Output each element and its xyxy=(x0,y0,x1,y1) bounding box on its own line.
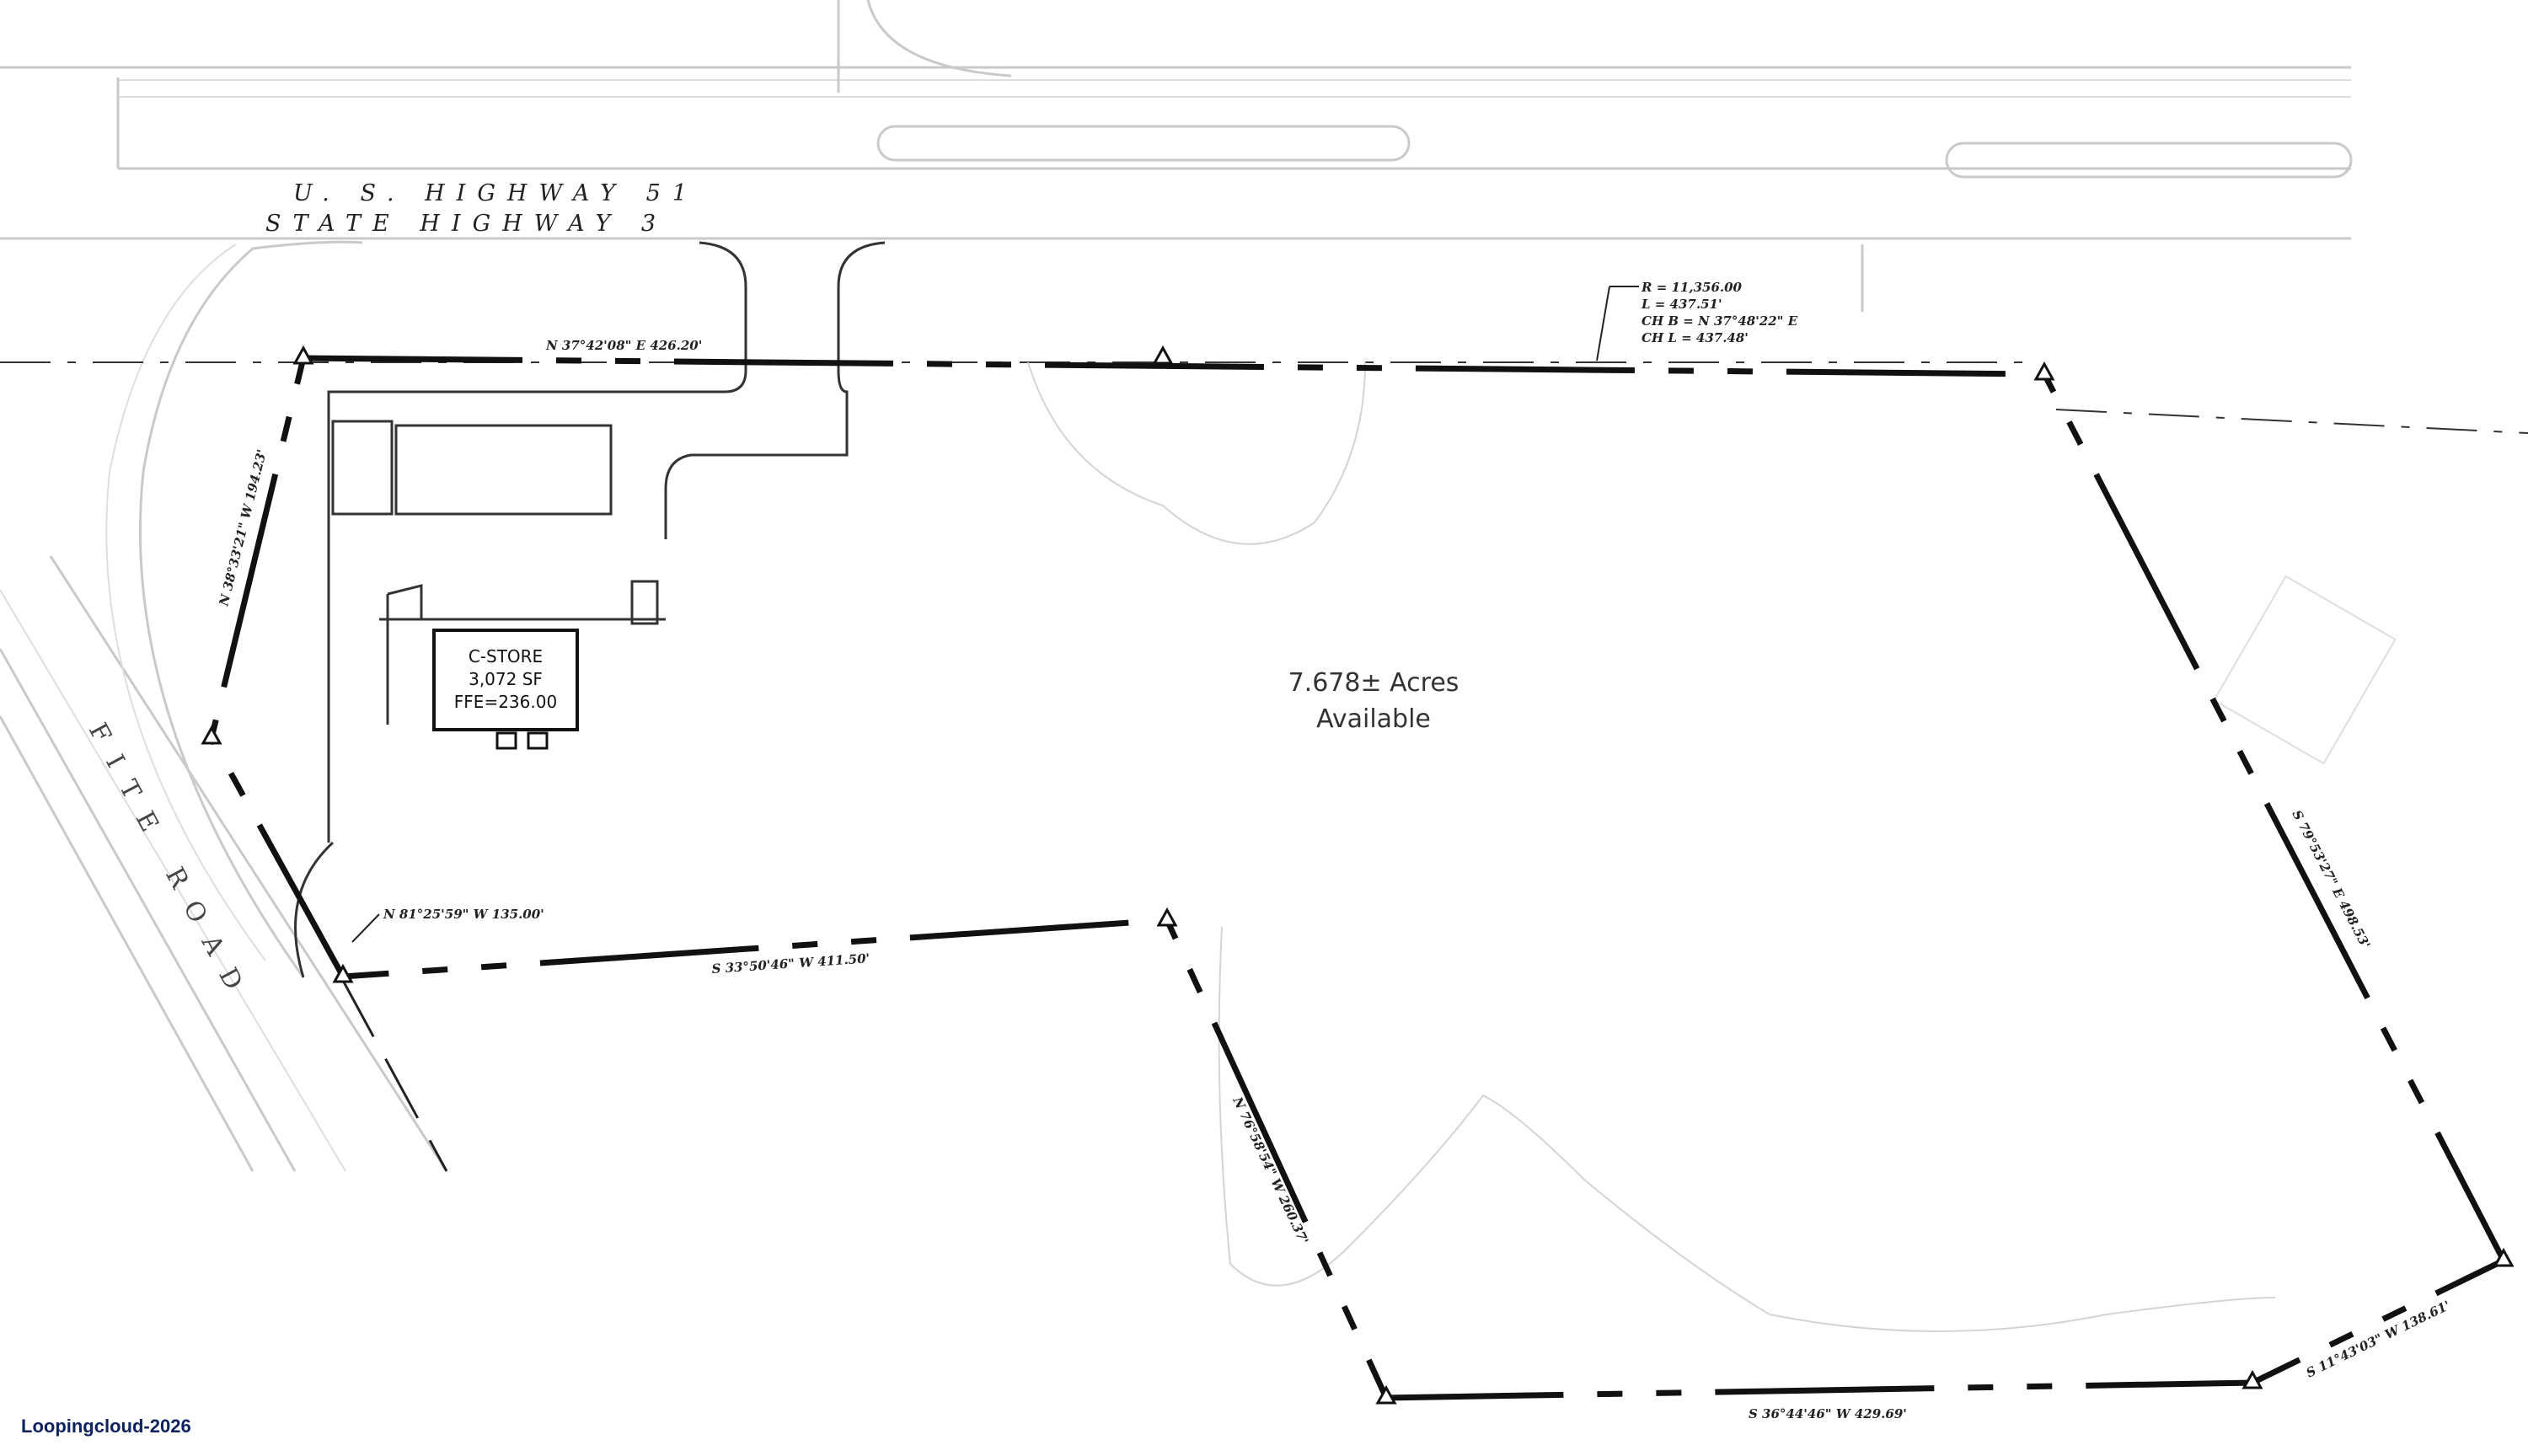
fite-road-label: FITE ROAD xyxy=(83,718,257,1011)
curve-chord-length: CH L = 437.48' xyxy=(1642,330,1749,345)
site-improvements xyxy=(294,241,886,978)
availability-label: Available xyxy=(1316,704,1431,734)
boundary-corner-markers xyxy=(201,345,2515,1405)
building-ffe: FFE=236.00 xyxy=(454,692,557,712)
bearing-corner: N 81°25'59" W 135.00' xyxy=(383,907,544,922)
acreage-label: 7.678± Acres xyxy=(1288,668,1459,698)
fite-road-linework xyxy=(0,240,2528,1172)
watermark: Loopingcloud-2026 xyxy=(21,1416,191,1437)
highway-linework xyxy=(0,0,2353,312)
property-boundary xyxy=(201,345,2515,1405)
curve-chord-bearing: CH B = N 37°48'22" E xyxy=(1642,313,1798,329)
building-name: C-STORE xyxy=(469,646,543,666)
tree-lines xyxy=(1027,361,2397,1332)
highway-label-us51: U. S. HIGHWAY 51 xyxy=(293,180,699,206)
bearing-southeast: S 11°43'03" W 138.61' xyxy=(2304,1298,2453,1381)
c-store-building: C-STORE 3,072 SF FFE=236.00 xyxy=(432,629,579,750)
curve-data: R = 11,356.00 L = 437.51' CH B = N 37°48… xyxy=(1641,280,1798,345)
bearing-inner-east: N 76°58'54" W 260.37' xyxy=(1229,1094,1311,1246)
curve-length: L = 437.51' xyxy=(1641,297,1722,312)
highway-label-state3: STATE HIGHWAY 3 xyxy=(265,211,667,237)
bearing-north: N 37°42'08" E 426.20' xyxy=(545,338,702,353)
bearing-south: S 36°44'46" W 429.69' xyxy=(1749,1406,1907,1421)
building-size: 3,072 SF xyxy=(469,669,543,689)
curve-radius: R = 11,356.00 xyxy=(1641,280,1743,295)
bearing-inner-south: S 33°50'46" W 411.50' xyxy=(711,950,870,977)
